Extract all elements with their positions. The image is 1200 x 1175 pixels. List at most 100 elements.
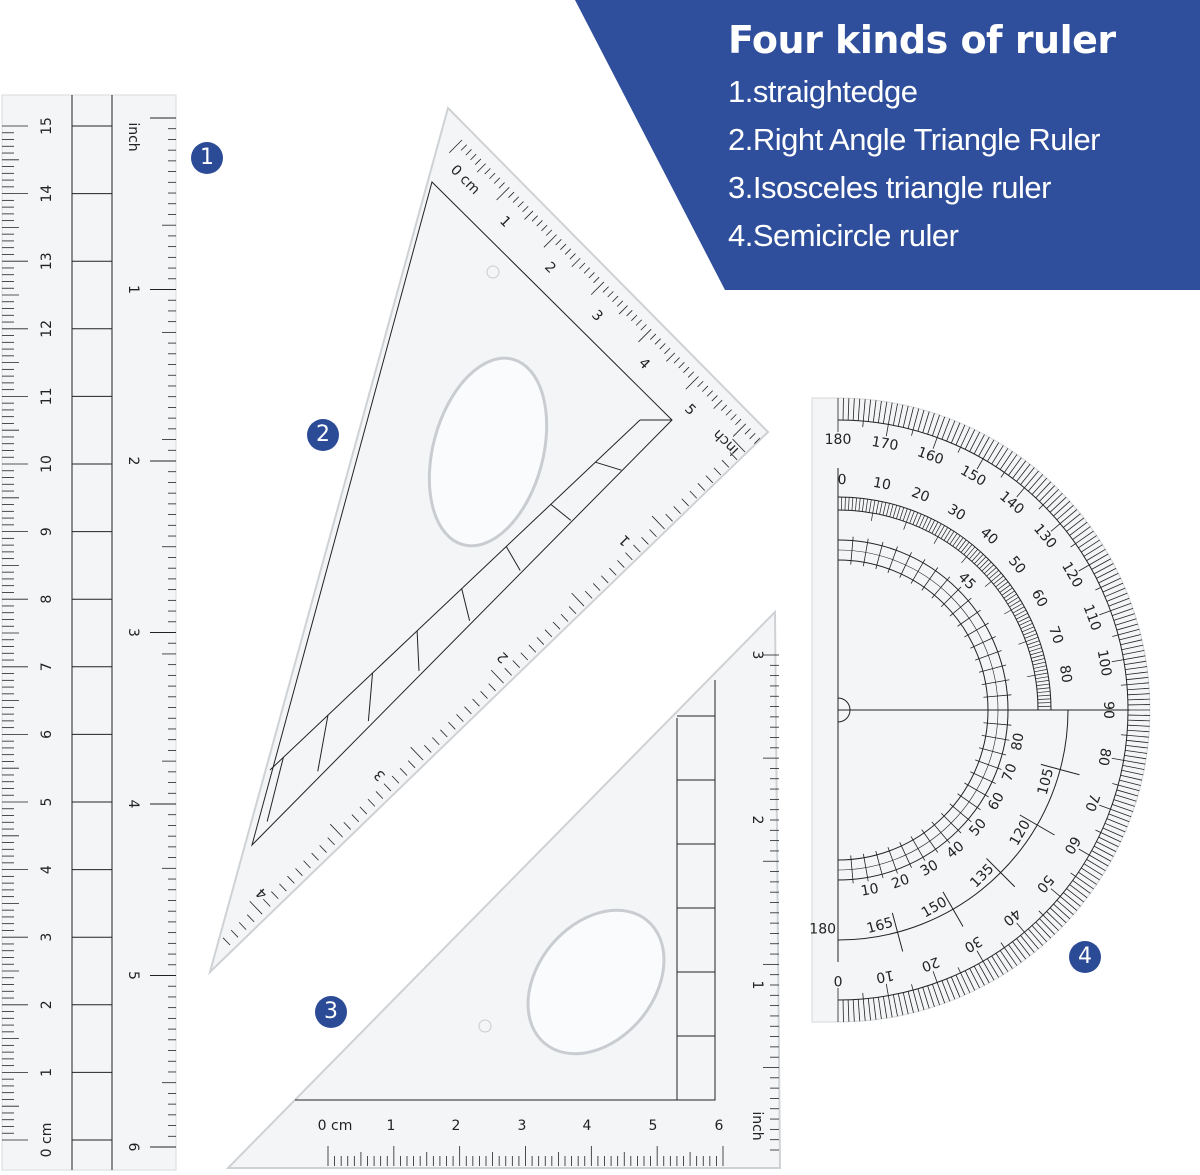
tick-mark — [1027, 672, 1048, 678]
tick-mark — [1000, 454, 1018, 478]
tick-mark — [899, 507, 905, 520]
tick-mark — [1099, 602, 1132, 616]
tick-mark — [584, 590, 593, 599]
tick-mark — [1056, 899, 1074, 915]
tick-mark — [1019, 814, 1055, 836]
tick-mark — [1125, 666, 1148, 671]
tick-mark — [875, 850, 884, 879]
tick-mark — [560, 243, 567, 251]
tick-mark — [976, 556, 987, 567]
tick-mark — [423, 744, 432, 753]
scale-label: inch — [749, 1111, 765, 1140]
tick-mark — [410, 746, 424, 761]
tick-mark — [705, 475, 714, 484]
scale-label: 80 — [1094, 747, 1113, 767]
tick-mark — [969, 431, 981, 452]
tick-mark — [287, 875, 295, 884]
tick-mark — [902, 405, 909, 428]
tick-mark — [1069, 884, 1088, 899]
tick-mark — [359, 806, 368, 815]
scale-label: 3 — [749, 651, 765, 660]
tick-mark — [631, 314, 638, 321]
tick-mark — [1039, 918, 1056, 935]
scale-label: inch — [125, 122, 141, 151]
scale-label: 70 — [999, 761, 1020, 783]
tick-mark — [1102, 582, 1124, 593]
tick-mark — [681, 498, 689, 507]
grid-line — [505, 546, 521, 571]
scale-label: 10 — [875, 966, 895, 985]
tick-mark — [1019, 619, 1032, 626]
tick-mark — [651, 515, 665, 530]
tick-mark — [729, 452, 738, 460]
tick-mark — [673, 357, 680, 364]
tick-mark — [1127, 693, 1150, 696]
tick-mark — [1000, 942, 1018, 966]
tick-mark — [955, 424, 966, 446]
tick-mark — [1120, 682, 1149, 686]
tick-mark — [1122, 650, 1145, 656]
tick-mark — [1030, 650, 1043, 656]
tick-mark — [964, 622, 989, 638]
tick-mark — [617, 560, 625, 568]
tick-mark — [1014, 609, 1027, 617]
tick-mark — [892, 994, 898, 1017]
tick-mark — [1106, 592, 1128, 602]
scale-label: 60 — [1028, 587, 1051, 610]
tick-mark — [892, 403, 898, 426]
scale-label: 11 — [39, 387, 55, 405]
tick-mark — [488, 683, 496, 692]
tick-mark — [887, 847, 898, 874]
tick-mark — [852, 999, 855, 1022]
tick-mark — [1120, 639, 1143, 646]
tick-mark — [498, 182, 505, 189]
tick-mark — [1008, 944, 1022, 963]
scale-label: 20 — [889, 871, 911, 892]
tick-mark — [986, 858, 1016, 888]
tick-mark — [1035, 921, 1052, 939]
grid-line — [266, 757, 284, 822]
tick-mark — [850, 855, 854, 884]
tick-mark — [1020, 623, 1033, 629]
tick-mark — [702, 385, 709, 392]
tick-mark — [892, 505, 898, 518]
tick-mark — [1039, 485, 1056, 502]
tick-mark — [867, 998, 872, 1021]
tick-mark — [683, 366, 690, 373]
tick-mark — [1119, 634, 1141, 641]
tick-mark — [1020, 467, 1035, 485]
scale-label: 2 — [452, 1118, 461, 1134]
tick-mark — [882, 502, 887, 516]
tick-mark — [528, 644, 537, 653]
tick-mark — [1112, 783, 1140, 792]
tick-mark — [583, 267, 590, 274]
tick-mark — [991, 955, 1004, 975]
tick-mark — [1003, 590, 1015, 599]
tick-mark — [897, 993, 904, 1016]
scale-label: 80 — [1009, 732, 1028, 752]
tick-mark — [1024, 633, 1037, 639]
tick-mark — [470, 153, 477, 161]
tick-mark — [976, 439, 995, 470]
tick-mark — [1108, 597, 1130, 607]
tick-mark — [1040, 763, 1080, 776]
tick-mark — [981, 561, 992, 572]
tick-mark — [975, 759, 1002, 770]
tick-mark — [1083, 863, 1103, 876]
tick-mark — [512, 196, 520, 203]
tick-mark — [1016, 612, 1028, 620]
tick-mark — [732, 423, 747, 437]
tick-mark — [474, 158, 482, 165]
tick-mark — [1046, 911, 1063, 928]
tick-mark — [496, 187, 510, 201]
tick-mark — [911, 984, 920, 1012]
tick-mark — [911, 408, 920, 436]
tick-mark — [1078, 848, 1109, 867]
tick-mark — [638, 328, 652, 343]
scale-label: 0 cm — [39, 1123, 55, 1158]
tick-mark — [571, 257, 581, 268]
tick-mark — [678, 362, 685, 369]
tick-mark — [1017, 616, 1030, 623]
tick-mark — [879, 501, 883, 515]
